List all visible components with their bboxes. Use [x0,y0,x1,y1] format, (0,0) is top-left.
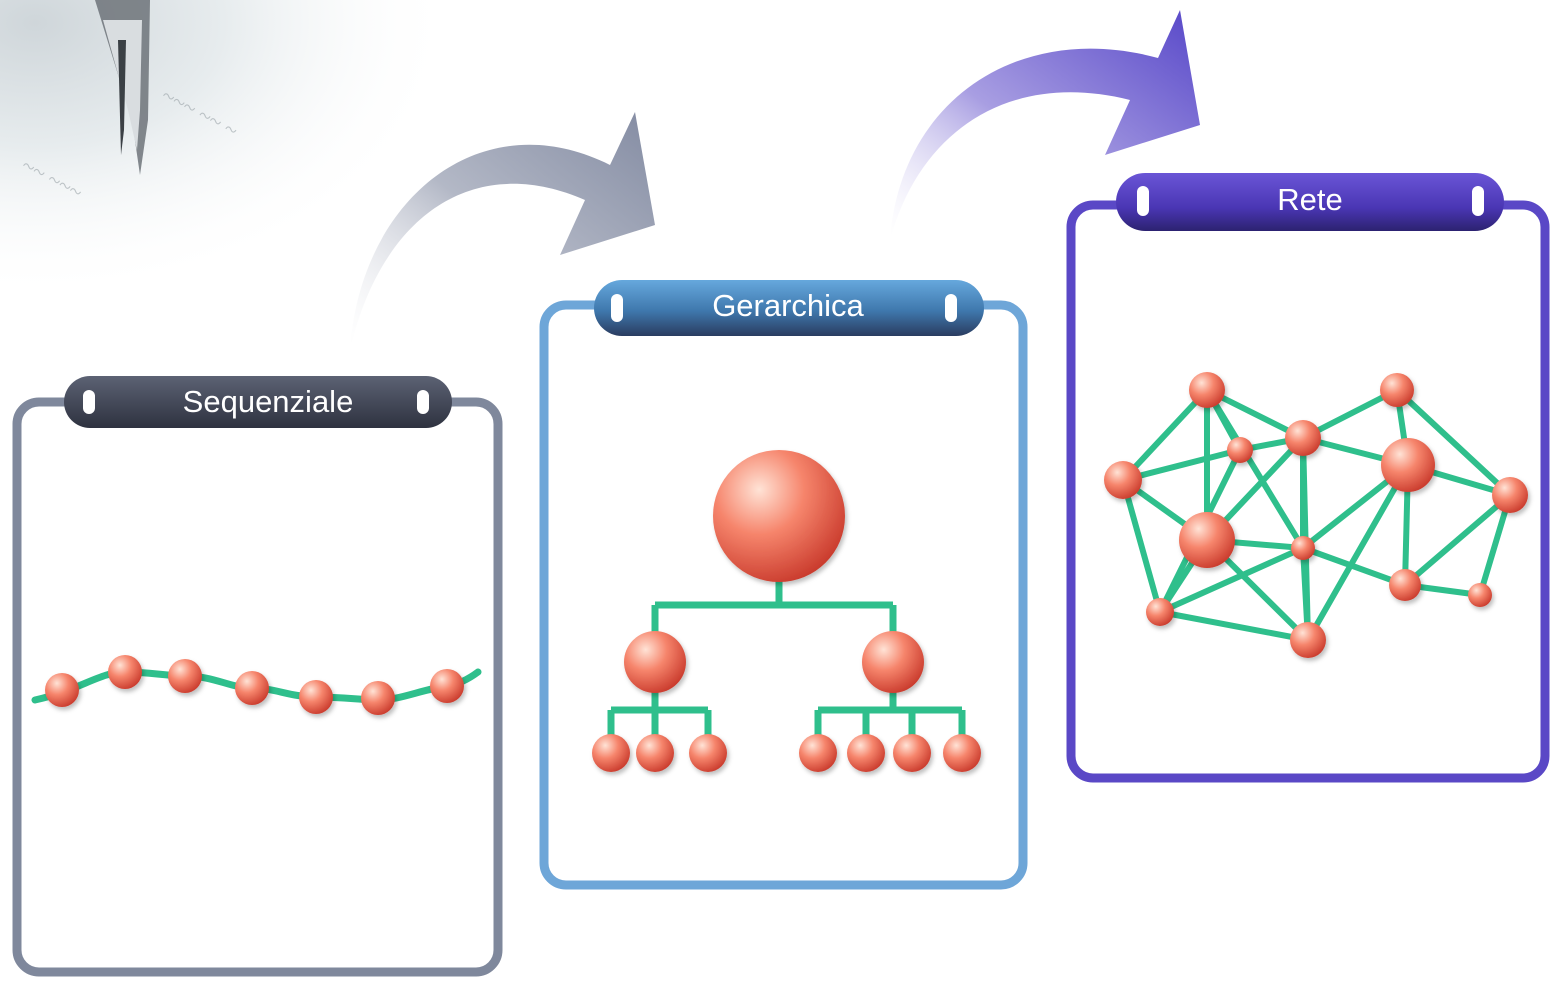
stage-panel-sequential [12,376,503,977]
node-ball [1381,438,1435,492]
stage-title-hierarchical: Gerarchica [712,288,864,323]
node-ball [1189,372,1225,408]
stage-title-sequential: Sequenziale [182,384,354,419]
node-ball [636,734,674,772]
node-ball [235,671,269,705]
node-ball [1380,373,1414,407]
stage-panel-hierarchical [539,280,1028,890]
sequential-title-tab [64,376,452,428]
node-ball [299,680,333,714]
node-ball [893,734,931,772]
transition-arrow-2 [890,10,1200,240]
node-ball [1179,512,1235,568]
transition-arrow-1 [350,112,655,350]
node-ball [1291,536,1315,560]
node-ball [1389,569,1421,601]
node-ball [361,681,395,715]
node-ball [1227,437,1253,463]
stage-panel-network [1066,173,1550,783]
node-ball [1104,461,1142,499]
network-title-tab [1116,173,1504,231]
hierarchical-tree-diagram [607,575,966,738]
sequential-chain-diagram [31,655,482,715]
node-ball [1492,477,1528,513]
node-ball [943,734,981,772]
node-ball [1290,622,1326,658]
hierarchical-title-tab [594,280,984,336]
node-ball-root [713,450,845,582]
node-ball [689,734,727,772]
node-ball [862,631,924,693]
stage-title-network: Rete [1277,182,1343,217]
node-ball [168,659,202,693]
node-ball [847,734,885,772]
node-ball [624,631,686,693]
node-ball [1468,583,1492,607]
node-ball [1285,420,1321,456]
node-ball [430,669,464,703]
node-ball [592,734,630,772]
node-ball [1146,598,1174,626]
node-ball [799,734,837,772]
node-ball [45,673,79,707]
node-ball [108,655,142,689]
